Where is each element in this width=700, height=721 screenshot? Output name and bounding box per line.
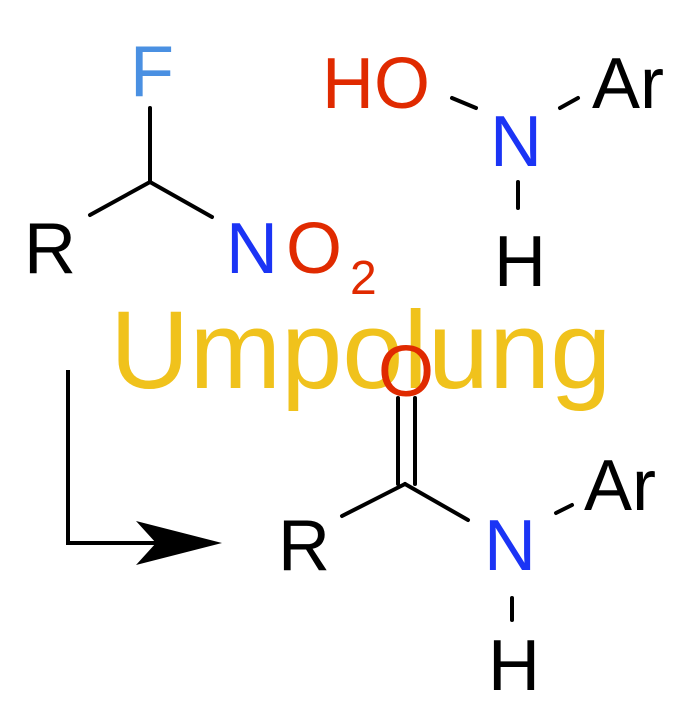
group-r-product: R [278,506,330,586]
atom-n-nitro: N [226,209,278,289]
atom-n-hydroxylamine: N [490,102,542,182]
atom-h-hydroxylamine: H [494,222,546,302]
atom-h-amide: H [488,626,540,706]
bond-o-n [450,96,478,110]
atom-n-amide: N [484,506,536,586]
reaction-arrow [66,370,222,565]
atom-o-carbonyl: O [378,332,434,412]
bond-c-n-product [403,482,470,522]
group-ar-hydroxylamine: Ar [592,44,664,124]
bond-n-ar [558,96,580,110]
umpolung-banner: Umpolung [110,289,611,412]
group-r: R [24,209,76,289]
nitro-subscript: 2 [350,252,377,305]
fluoronitroalkane [88,106,214,219]
group-ho: HO [322,44,430,124]
group-ar-product: Ar [584,446,656,526]
bond-c-n [148,180,214,219]
atom-f: F [130,32,174,112]
hydroxylamine-bonds [450,96,580,210]
atom-o-nitro: O [286,209,342,289]
bond-r-c-product [340,482,407,518]
arrow-shaft [66,370,160,545]
bond-r-c [88,180,152,217]
bond-n-ar-product [554,503,574,515]
amide-bonds [340,396,574,622]
arrow-head [136,521,222,565]
